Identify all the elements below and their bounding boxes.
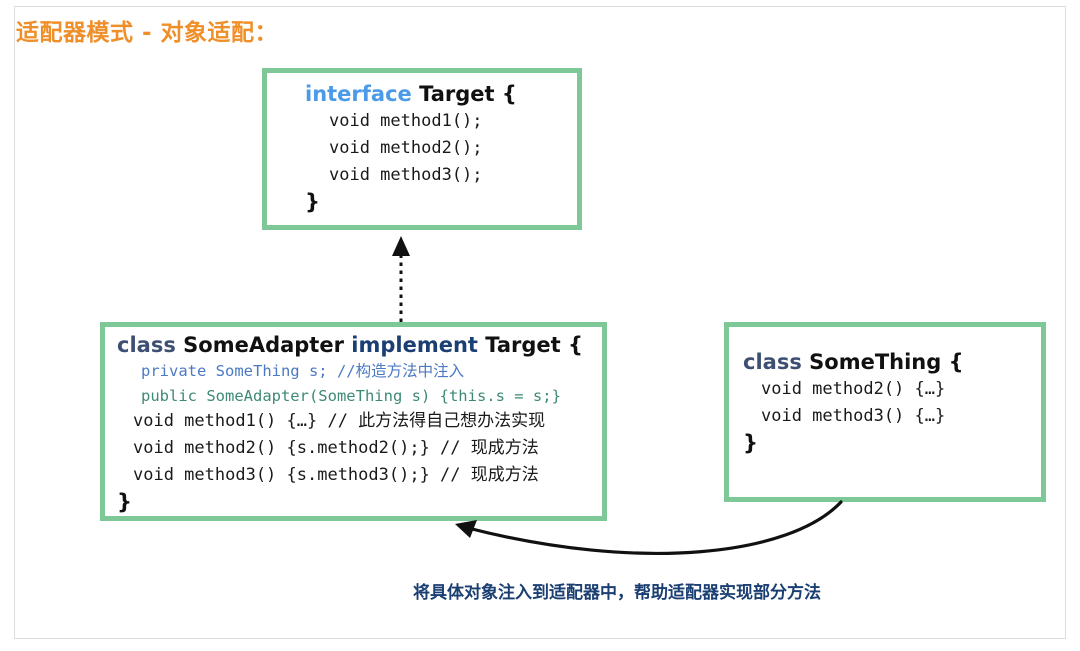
- class-box-target-header: interface Target {: [305, 81, 567, 108]
- realization-arrow-implements: [392, 236, 410, 322]
- class-box-something-content: class SomeThing { void method2() {…} voi…: [729, 327, 1041, 462]
- keyword-class: class: [117, 333, 176, 357]
- page-title: 适配器模式 - 对象适配：: [16, 20, 279, 46]
- injection-arrow-head: [455, 520, 477, 538]
- field-declaration-line: private SomeThing s; //构造方法中注入: [141, 362, 465, 381]
- type-name-someadapter: SomeAdapter: [183, 333, 344, 357]
- class-box-target: interface Target { void method1(); void …: [262, 68, 582, 230]
- keyword-class: class: [743, 350, 802, 374]
- class-box-something-header: class SomeThing {: [743, 349, 1031, 376]
- method-line: void method1();: [329, 111, 483, 132]
- closing-brace: }: [305, 189, 320, 214]
- class-box-someadapter-content: class SomeAdapter implement Target { pri…: [105, 327, 602, 521]
- class-box-something: class SomeThing { void method2() {…} voi…: [724, 322, 1046, 502]
- keyword-interface: interface: [305, 82, 412, 106]
- class-box-someadapter-header: class SomeAdapter implement Target {: [117, 332, 592, 359]
- constructor-line: public SomeAdapter(SomeThing s) {this.s …: [141, 386, 561, 405]
- closing-brace: }: [117, 489, 132, 514]
- class-box-target-content: interface Target { void method1(); void …: [267, 73, 577, 221]
- method-line: void method3() {s.method3();} // 现成方法: [133, 464, 539, 485]
- method-line: void method3();: [329, 165, 483, 186]
- method-line: void method2() {…}: [761, 379, 946, 400]
- type-name-target: Target {: [419, 82, 517, 106]
- type-name-target-ref: Target {: [485, 333, 583, 357]
- method-line: void method1() {…} // 此方法得自己想办法实现: [133, 411, 546, 432]
- keyword-implement: implement: [351, 333, 478, 357]
- method-line: void method2() {s.method2();} // 现成方法: [133, 438, 539, 459]
- closing-brace: }: [743, 431, 758, 456]
- type-name-something: SomeThing {: [809, 350, 964, 374]
- method-line: void method2();: [329, 138, 483, 159]
- class-box-someadapter: class SomeAdapter implement Target { pri…: [100, 322, 607, 521]
- realization-arrow-head: [392, 236, 410, 256]
- method-line: void method3() {…}: [761, 406, 946, 427]
- diagram-caption: 将具体对象注入到适配器中，帮助适配器实现部分方法: [413, 583, 821, 603]
